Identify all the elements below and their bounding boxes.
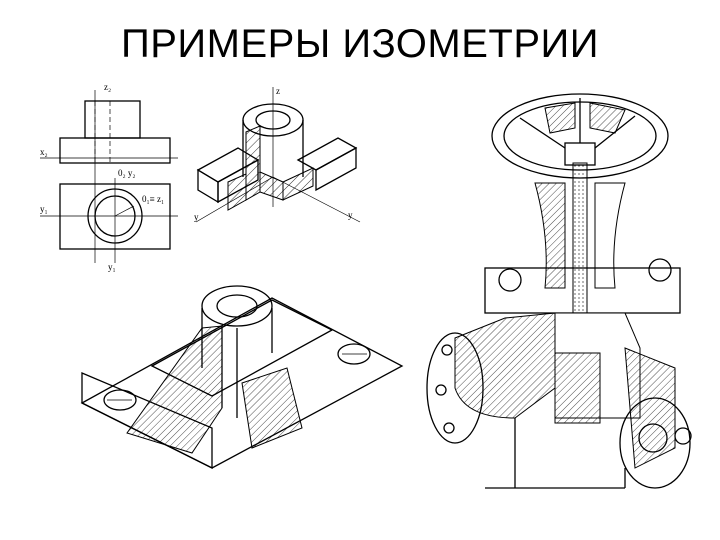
orthographic-projection-figure: z₂ x₂ 0₂ y₂ y₁ 0₁≡ z₁ y₁ — [38, 78, 188, 273]
front-view-boss — [84, 100, 141, 139]
isometric-bracket-figure — [72, 268, 412, 473]
left-flange — [426, 332, 484, 444]
iso-y-right-label: y — [348, 210, 353, 220]
z2-label: z₂ — [104, 82, 111, 92]
slide-title: ПРИМЕРЫ ИЗОМЕТРИИ — [120, 22, 600, 66]
valve-assembly-figure — [425, 88, 705, 508]
front-view-base — [59, 137, 171, 164]
iso-y-left-label: y — [194, 212, 199, 222]
origin-top-label: 0₂ y₂ — [118, 168, 136, 178]
y1-left-label: y₁ — [40, 204, 48, 214]
right-flange — [619, 397, 691, 489]
iso-z-label: z — [276, 86, 280, 96]
origin-bottom-label: 0₁≡ z₁ — [142, 194, 164, 204]
y1-bottom-label: y₁ — [108, 262, 116, 272]
x2-label: x₂ — [40, 147, 48, 157]
isometric-cut-figure: z y y — [188, 82, 368, 232]
